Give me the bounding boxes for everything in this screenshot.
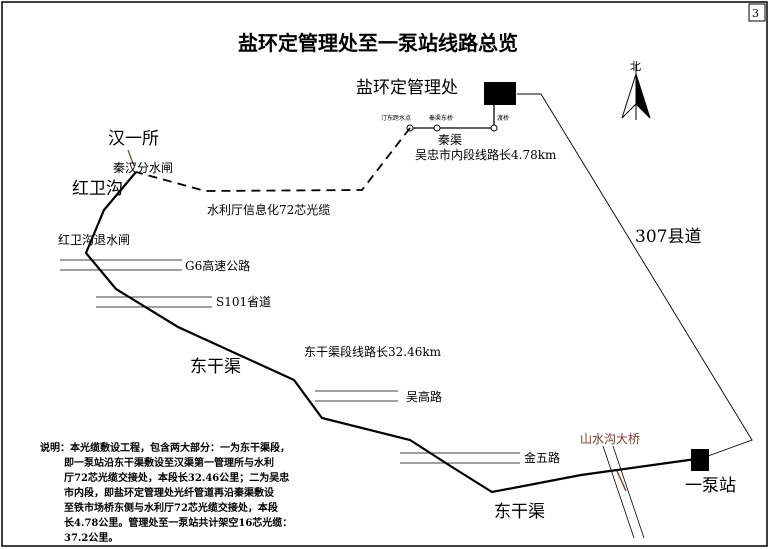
fiber-label: 水利厅信息化72芯光缆 [207, 202, 330, 217]
north-arrow-icon [621, 64, 651, 120]
jinwu-label: 金五路 [524, 450, 560, 465]
fiber-72-dashed-line [135, 127, 411, 192]
node-marker-mid [433, 124, 441, 132]
hongwei-label: 红卫沟 [72, 179, 123, 199]
donggan-canal-label-1: 东干渠 [190, 357, 241, 377]
wuzhong-segment-label: 吴忠市内段线路长4.78km [415, 147, 557, 162]
wugao-road [315, 390, 398, 402]
hq-label: 盐环定管理处 [356, 78, 458, 98]
qinqu-label: 秦渠 [438, 133, 462, 147]
shanshuigou-bridge [602, 445, 645, 539]
s101-road [96, 296, 212, 308]
page-title: 盐环定管理处至一泵站线路总览 [238, 31, 518, 55]
hq-building-icon [484, 82, 516, 105]
qinhan-gate-marker [127, 149, 135, 167]
node-marker-right [490, 124, 498, 132]
pump-station-label: 一泵站 [685, 476, 736, 496]
hanyi-label: 汉一所 [108, 129, 159, 149]
shanshuigou-label: 山水沟大桥 [580, 432, 640, 446]
note-line: 说明：本光缆敷设工程，包含两大部分：一为东干渠段， [40, 441, 290, 454]
note-line: 37.2公里。 [64, 532, 118, 544]
north-label: 北 [630, 60, 641, 73]
note-line: 长4.78公里。管理处至一泵站共计架空16芯光缆： [64, 516, 292, 529]
donggan-segment-label: 东干渠段线路长32.46km [304, 344, 442, 359]
note-line: 市内段，即盐环定管理处光纤管道再沿秦渠敷设 [64, 486, 274, 499]
page-number-box [748, 3, 766, 22]
donggan-canal-label-2: 东干渠 [494, 502, 545, 522]
donggan-canal-line [84, 171, 697, 494]
pump-station-icon [691, 449, 709, 471]
g6-road [60, 259, 182, 271]
county-road-307-line [517, 93, 753, 457]
county-road-307-label: 307县道 [635, 227, 701, 247]
small-label-left: 汀东跨水点 [381, 114, 411, 122]
explanation-note: 说明：本光缆敷设工程，包含两大部分：一为东干渠段， 即一泵站沿东干渠敷设至汉渠第… [40, 441, 292, 544]
hongwei-gate-label: 红卫沟退水闸 [58, 232, 130, 247]
page-number: 3 [752, 7, 759, 20]
small-label-mid: 秦渠东桥 [429, 114, 453, 122]
small-label-right: 渡桥 [497, 114, 509, 122]
note-line: 厅72芯光缆交接处，本段长32.46公里；二为吴忠 [64, 471, 289, 484]
note-line: 即一泵站沿东干渠敷设至汉渠第一管理所与水利 [64, 456, 274, 469]
note-line: 至铁市场桥东侧与水利厅72芯光缆交接处，本段 [64, 501, 278, 514]
node-markers [406, 124, 498, 132]
jinwu-road [400, 452, 520, 464]
qinhan-gate-label: 秦汉分水闸 [113, 161, 173, 175]
wugao-label: 吴高路 [406, 389, 442, 404]
g6-label: G6高速公路 [185, 258, 250, 273]
s101-label: S101省道 [216, 295, 271, 309]
